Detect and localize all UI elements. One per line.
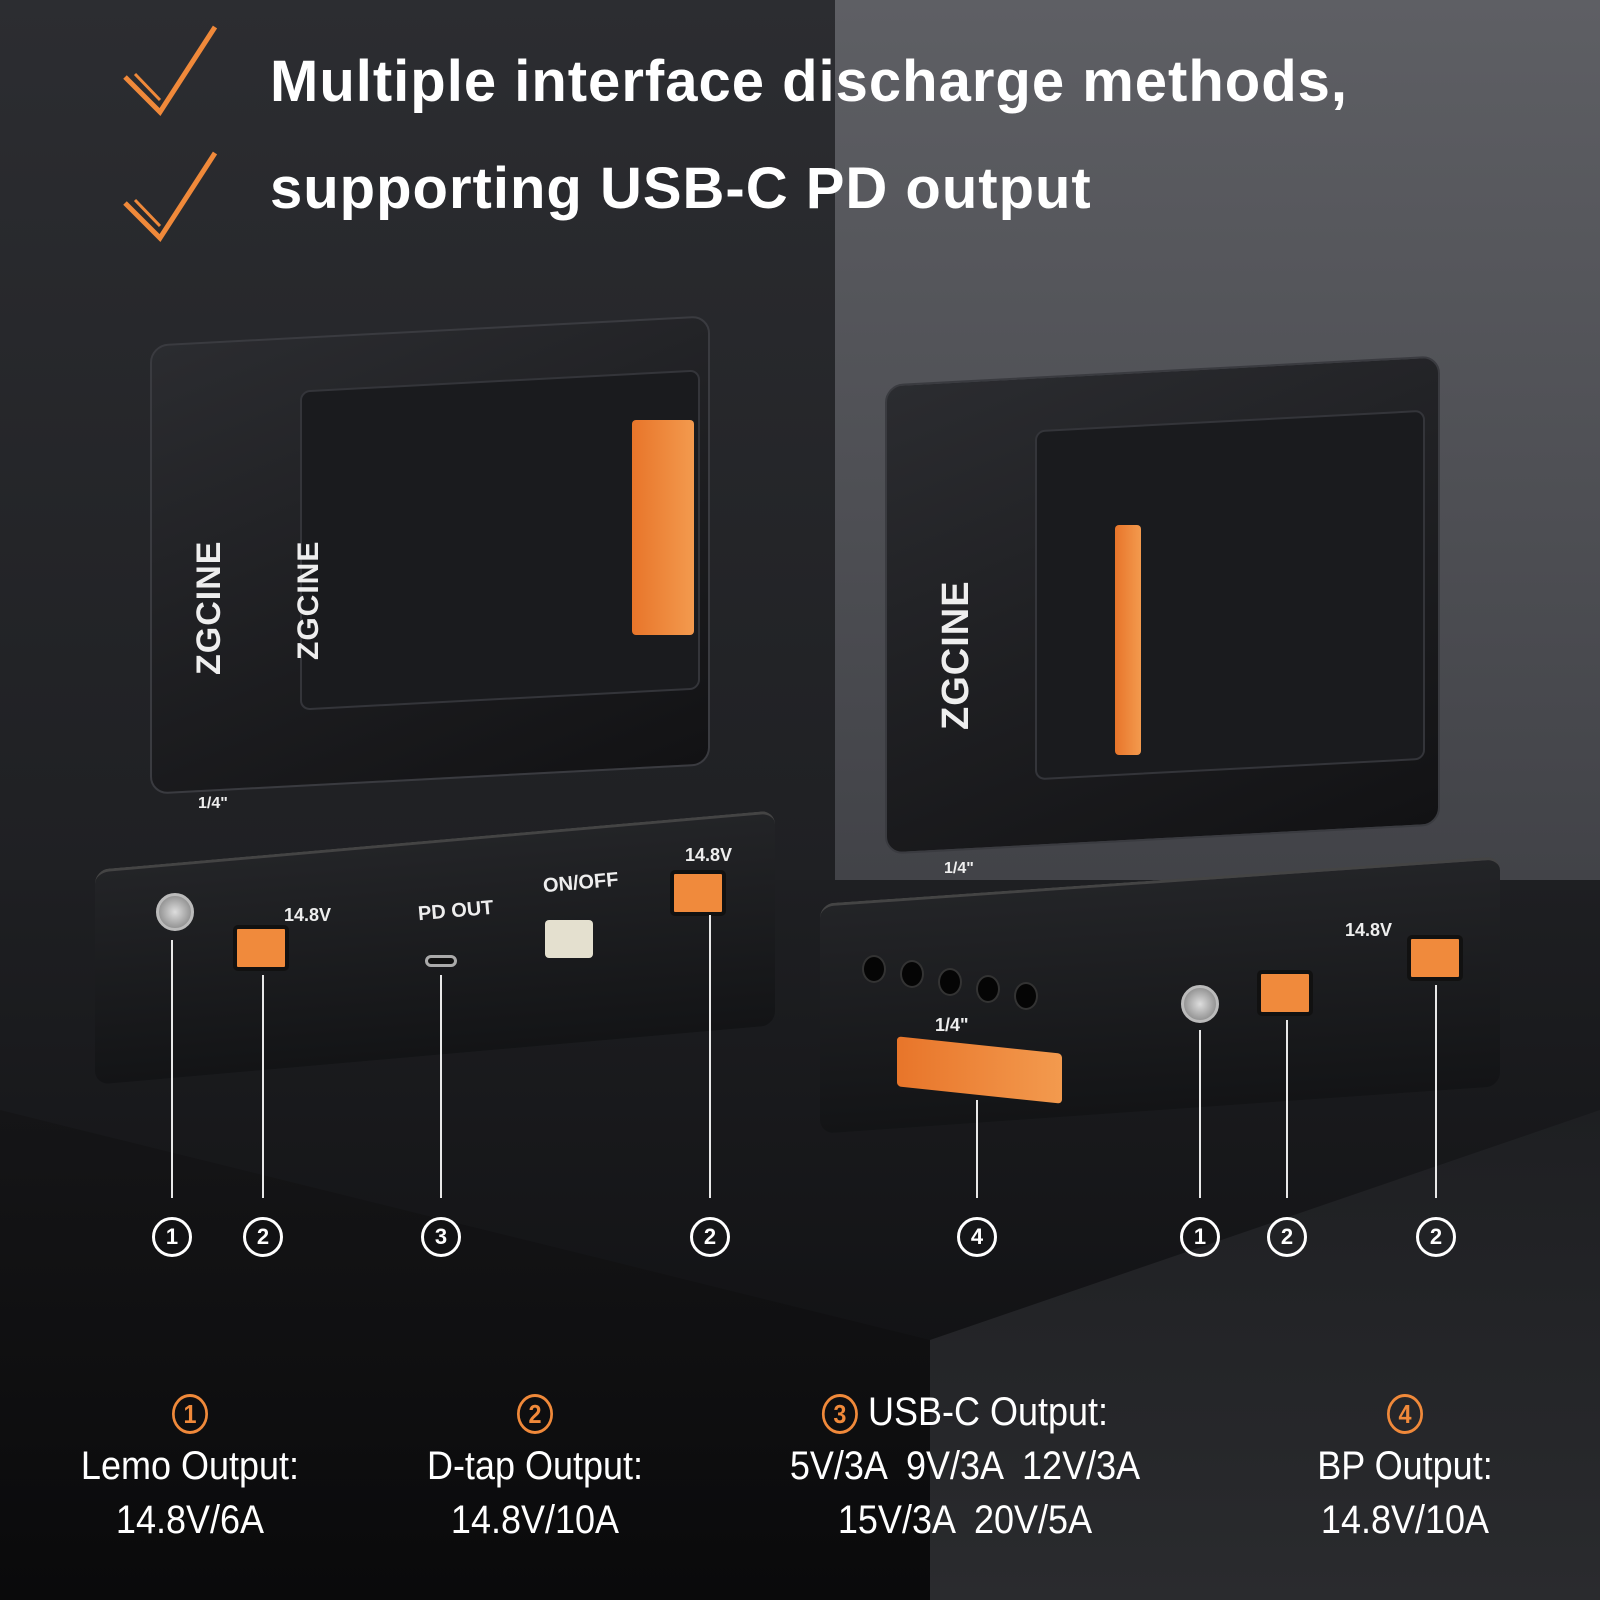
legend-dtap: 2 D-tap Output: 14.8V/10A (391, 1385, 679, 1547)
headline-line-2: supporting USB-C PD output (270, 156, 1092, 221)
dtap-port[interactable] (670, 870, 726, 916)
voltage-label: 14.8V (1345, 920, 1393, 940)
callout-line (1435, 985, 1437, 1198)
voltage-label: 14.8V (685, 845, 733, 865)
check-icon (123, 25, 218, 116)
legend-number: 4 (1387, 1394, 1423, 1435)
callout-marker: 2 (690, 1217, 730, 1257)
lemo-port[interactable] (1181, 985, 1219, 1023)
callout-line (976, 1100, 978, 1198)
callout-marker: 1 (1180, 1217, 1220, 1257)
callout-line (440, 975, 442, 1198)
legend-bp: 4 BP Output: 14.8V/10A (1275, 1385, 1536, 1547)
check-icon (123, 151, 218, 242)
v-mount-face (1035, 409, 1425, 781)
callout-line (262, 975, 264, 1198)
dtap-port[interactable] (233, 925, 289, 971)
usb-c-port[interactable] (425, 955, 457, 967)
mount-hole (938, 968, 962, 996)
legend-value: 15V/3A 20V/5A (837, 1498, 1093, 1542)
legend-value: 5V/3A 9V/3A 12V/3A (789, 1444, 1141, 1488)
mount-hole (900, 960, 924, 988)
legend-title: D-tap Output: (426, 1444, 644, 1488)
brand-logo: ZGCINE (292, 540, 325, 660)
callout-marker: 4 (957, 1217, 997, 1257)
legend-number: 3 (821, 1394, 858, 1435)
callout-line (1286, 1020, 1288, 1198)
legend-title: USB-C Output: (867, 1390, 1109, 1434)
mount-label: 1/4" (944, 860, 974, 877)
legend-title: Lemo Output: (80, 1444, 300, 1488)
callout-marker: 2 (1267, 1217, 1307, 1257)
legend-value: 14.8V/6A (115, 1498, 265, 1542)
legend-value: 14.8V/10A (450, 1498, 620, 1542)
callout-marker: 1 (152, 1217, 192, 1257)
battery-contacts (1115, 525, 1141, 755)
callout-line (171, 940, 173, 1198)
mount-label: 1/4" (935, 1015, 969, 1035)
base-unit (820, 856, 1500, 1134)
legend-usbc: 3 USB-C Output: 5V/3A 9V/3A 12V/3A 15V/3… (767, 1385, 1163, 1547)
callout-marker: 2 (1416, 1217, 1456, 1257)
brand-logo: ZGCINE (935, 580, 977, 730)
headline-line-1: Multiple interface discharge methods, (270, 49, 1348, 114)
legend-number: 2 (517, 1394, 553, 1435)
callout-line (1199, 1030, 1201, 1198)
mount-hole (1014, 982, 1038, 1010)
lemo-port[interactable] (156, 893, 194, 931)
legend-lemo: 1 Lemo Output: 14.8V/6A (55, 1385, 325, 1547)
power-switch[interactable] (545, 920, 593, 958)
brand-logo: ZGCINE (190, 540, 228, 675)
mount-hole (862, 955, 886, 983)
voltage-label: 14.8V (284, 905, 332, 925)
mount-hole (976, 975, 1000, 1003)
legend-number: 1 (172, 1394, 208, 1435)
callout-marker: 3 (421, 1217, 461, 1257)
legend-value: 14.8V/10A (1320, 1498, 1490, 1542)
callout-marker: 2 (243, 1217, 283, 1257)
battery-contacts (632, 420, 694, 635)
dtap-port[interactable] (1407, 935, 1463, 981)
legend-title: BP Output: (1317, 1444, 1493, 1488)
dtap-port[interactable] (1257, 970, 1313, 1016)
callout-line (709, 915, 711, 1198)
mount-label: 1/4" (198, 795, 228, 812)
